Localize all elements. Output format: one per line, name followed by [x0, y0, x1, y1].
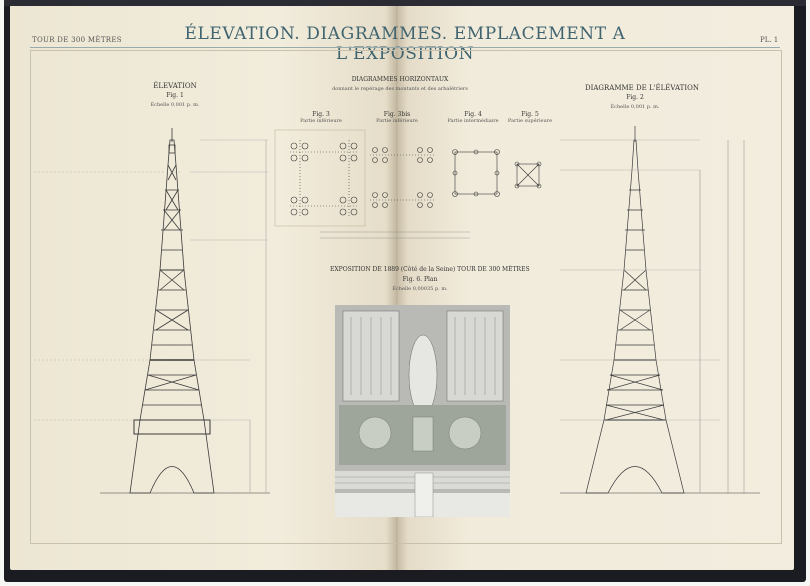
left-page [10, 4, 396, 570]
diagram-fig-label: Fig. 2 [626, 94, 644, 101]
diagrams-heading: DIAGRAMMES HORIZONTAUX [351, 76, 449, 83]
fig5-title: Partie supérieure [507, 118, 553, 124]
expo-scale: Échelle 0,00035 p. m. [392, 286, 448, 292]
fig3-label: Fig. 3 [312, 111, 330, 118]
fig3bis-label: Fig. 3bis [383, 111, 411, 118]
running-head-left: TOUR DE 300 MÈTRES [32, 36, 122, 44]
elevation-fig-label: Fig. 1 [166, 92, 184, 99]
plate-number: PL. 1 [760, 36, 779, 44]
exposition-plan-drawing [335, 305, 510, 517]
fig4-label: Fig. 4 [464, 111, 482, 118]
fig5-label: Fig. 5 [521, 111, 539, 118]
elevation-scale: Échelle 0,001 p. m. [150, 102, 200, 108]
elevation-heading: ÉLEVATION [153, 82, 197, 90]
diagram-elevation-heading: DIAGRAMME DE L'ÉLÉVATION [585, 84, 699, 92]
diagram-scale: Échelle 0,001 p. m. [610, 104, 660, 110]
diagrams-subheading: donnant le repérage des montants et des … [332, 86, 468, 92]
header-rule [30, 47, 780, 48]
plate-title: ÉLEVATION. DIAGRAMMES. EMPLACEMENT A L'E… [184, 24, 626, 64]
exposition-plan [335, 305, 510, 517]
fig3bis-title: Partie inférieure [376, 118, 418, 124]
fig4-title: Partie intermédiaire [447, 118, 499, 124]
expo-fig-label: Fig. 6. Plan [402, 276, 438, 283]
book-top-edge [4, 0, 806, 6]
fig3-title: Partie inférieure [300, 118, 342, 124]
plate-frame [30, 50, 782, 544]
expo-heading: EXPOSITION DE 1889 (Côté de la Seine) TO… [330, 266, 530, 273]
